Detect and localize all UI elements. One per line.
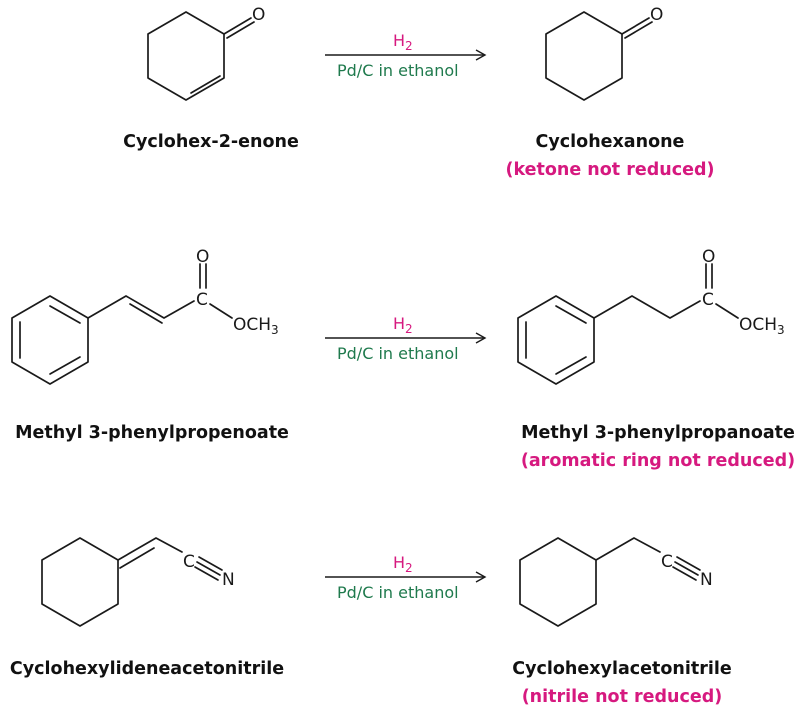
cyclohexanone-structure: O — [545, 5, 663, 101]
carbonyl-carbon: C — [196, 290, 208, 310]
reagent-catalyst: Pd/C in ethanol — [337, 344, 459, 363]
reaction-arrow-2: H2 Pd/C in ethanol — [325, 314, 487, 363]
reaction-arrow-1: H2 Pd/C in ethanol — [325, 31, 487, 80]
oxygen-atom: O — [196, 247, 209, 267]
oxygen-atom: O — [650, 5, 663, 25]
reagent-catalyst: Pd/C in ethanol — [337, 61, 459, 80]
product-note-2: (aromatic ring not reduced) — [521, 451, 795, 471]
methyl-3-phenylpropenoate-structure: C O OCH3 — [11, 247, 279, 385]
carbonyl-carbon: C — [702, 290, 714, 310]
reagent-hydrogen: H2 — [393, 31, 413, 53]
methyl-3-phenylpropanoate-structure: C O OCH3 — [517, 247, 785, 385]
reaction-arrow-3: H2 Pd/C in ethanol — [325, 553, 487, 602]
cyclohexylacetonitrile-structure: C N — [519, 537, 713, 627]
product-name-2: Methyl 3-phenylpropanoate — [521, 423, 795, 443]
reagent-hydrogen: H2 — [393, 314, 413, 336]
product-note-1: (ketone not reduced) — [505, 160, 714, 180]
product-note-3: (nitrile not reduced) — [522, 687, 723, 707]
reagent-hydrogen: H2 — [393, 553, 413, 575]
cyclohexylideneacetonitrile-structure: C N — [41, 537, 235, 627]
reactant-name-2: Methyl 3-phenylpropenoate — [15, 423, 289, 443]
nitrogen-atom: N — [700, 570, 713, 590]
oxygen-atom: O — [702, 247, 715, 267]
product-name-1: Cyclohexanone — [536, 132, 685, 152]
reactant-name-1: Cyclohex-2-enone — [123, 132, 299, 152]
oxygen-atom: O — [252, 5, 265, 25]
product-name-3: Cyclohexylacetonitrile — [512, 659, 732, 679]
nitrile-carbon: C — [183, 552, 195, 572]
nitrogen-atom: N — [222, 570, 235, 590]
methoxy-group: OCH3 — [233, 315, 279, 337]
methoxy-group: OCH3 — [739, 315, 785, 337]
reactant-name-3: Cyclohexylideneacetonitrile — [10, 659, 284, 679]
nitrile-carbon: C — [661, 552, 673, 572]
cyclohex-2-enone-structure: O — [147, 5, 265, 101]
reagent-catalyst: Pd/C in ethanol — [337, 583, 459, 602]
